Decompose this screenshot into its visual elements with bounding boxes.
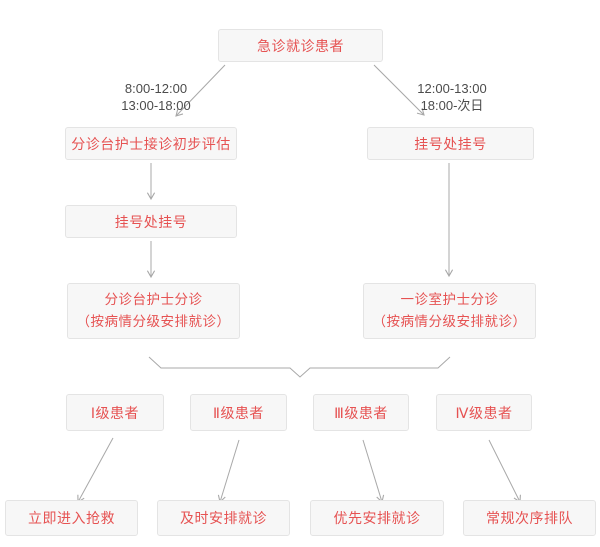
connector-level4-to-action4: [488, 439, 521, 503]
time-label-left-line2: 13:00-18:00: [121, 98, 191, 113]
flow-node-register-left: 挂号处挂号: [65, 205, 237, 238]
flow-node-level-4: Ⅳ级患者: [436, 394, 532, 431]
flow-node-triage-desk: 分诊台护士分诊 （按病情分级安排就诊）: [67, 283, 240, 339]
triage-room-line1: 一诊室护士分诊: [400, 292, 499, 308]
flow-node-action-queue: 常规次序排队: [463, 500, 596, 536]
flow-node-action-priority: 优先安排就诊: [310, 500, 444, 536]
time-label-right-line1: 12:00-13:00: [417, 81, 487, 96]
flow-node-level-2: Ⅱ级患者: [190, 394, 287, 431]
flow-node-initial-assessment: 分诊台护士接诊初步评估: [65, 127, 237, 160]
triage-desk-line1: 分诊台护士分诊: [104, 292, 203, 308]
flow-node-emergency-patient: 急诊就诊患者: [218, 29, 383, 62]
flow-node-triage-room: 一诊室护士分诊 （按病情分级安排就诊）: [363, 283, 536, 339]
connector-level3-to-action3: [362, 439, 385, 504]
connector-level1-to-action1: [77, 437, 114, 503]
time-label-left: 8:00-12:00 13:00-18:00: [118, 80, 194, 114]
triage-desk-line2: （按病情分级安排就诊）: [76, 314, 231, 329]
flow-node-action-timely: 及时安排就诊: [157, 500, 290, 536]
flow-node-register-right: 挂号处挂号: [367, 127, 534, 160]
time-label-right: 12:00-13:00 18:00-次日: [414, 80, 490, 114]
connector-level2-to-action2: [217, 439, 240, 504]
time-label-left-line1: 8:00-12:00: [124, 81, 188, 96]
flow-node-level-1: Ⅰ级患者: [66, 394, 164, 431]
flow-node-action-rescue: 立即进入抢救: [5, 500, 138, 536]
flow-node-level-3: Ⅲ级患者: [313, 394, 409, 431]
time-label-right-line2: 18:00-次日: [420, 98, 484, 113]
triage-room-line2: （按病情分级安排就诊）: [372, 314, 527, 329]
merge-brace: [148, 356, 451, 378]
